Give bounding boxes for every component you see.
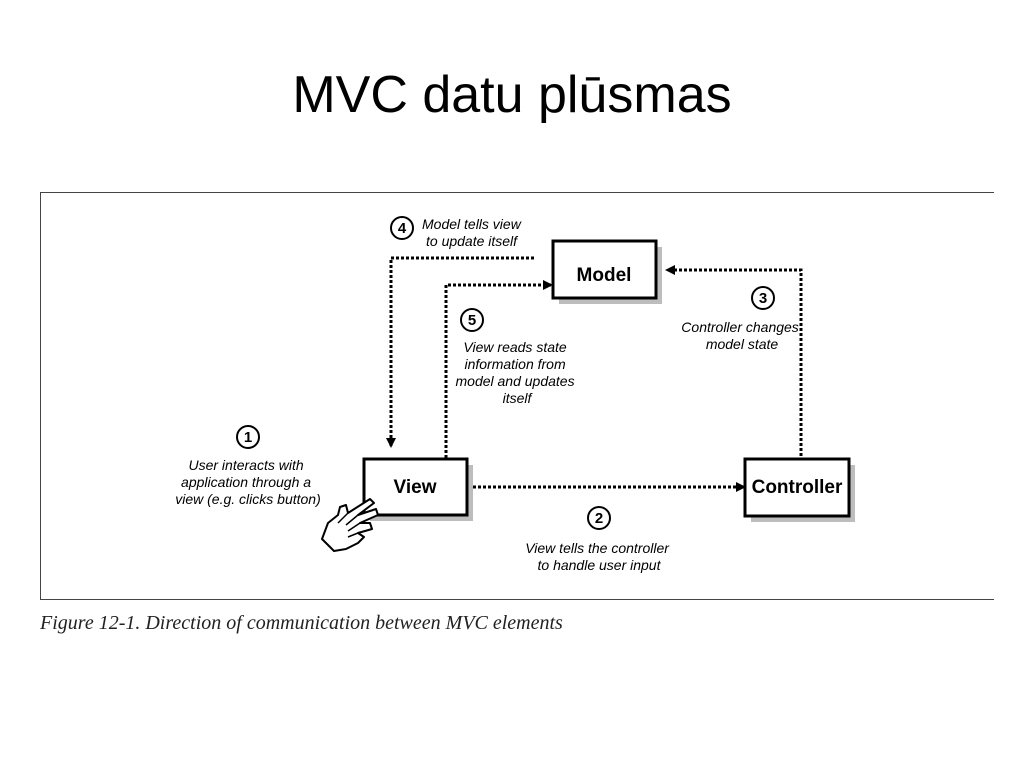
step-2-note: View tells the controller to handle user… — [525, 540, 673, 573]
model-box: Model — [551, 239, 662, 304]
pointing-hand-icon — [321, 498, 379, 552]
arrow-view-to-model — [444, 280, 553, 458]
controller-box: Controller — [743, 457, 855, 522]
step-4-number: 4 — [398, 220, 407, 237]
step-1-number: 1 — [244, 429, 252, 446]
step-5-badge: 5 — [460, 308, 484, 332]
step-2-number: 2 — [595, 510, 603, 527]
view-label: View — [394, 477, 437, 498]
arrow-model-to-view — [386, 256, 534, 448]
slide-title: MVC datu plūsmas — [292, 66, 732, 124]
step-3-note: Controller changes model state — [681, 319, 802, 352]
figure-frame — [40, 192, 994, 600]
step-5-number: 5 — [468, 312, 476, 329]
arrow-controller-to-model — [665, 265, 803, 456]
step-3-badge: 3 — [751, 286, 775, 310]
step-3-number: 3 — [759, 290, 767, 307]
model-label: Model — [577, 265, 632, 286]
step-2-badge: 2 — [587, 506, 611, 530]
controller-label: Controller — [752, 477, 843, 498]
step-5-note: View reads state information from model … — [456, 339, 579, 406]
view-box: View — [362, 457, 473, 521]
figure-caption: Figure 12-1. Direction of communication … — [40, 612, 563, 634]
step-1-badge: 1 — [236, 425, 260, 449]
step-4-note: Model tells view to update itself — [422, 216, 525, 249]
step-1-note: User interacts with application through … — [175, 457, 321, 507]
step-4-badge: 4 — [390, 216, 414, 240]
